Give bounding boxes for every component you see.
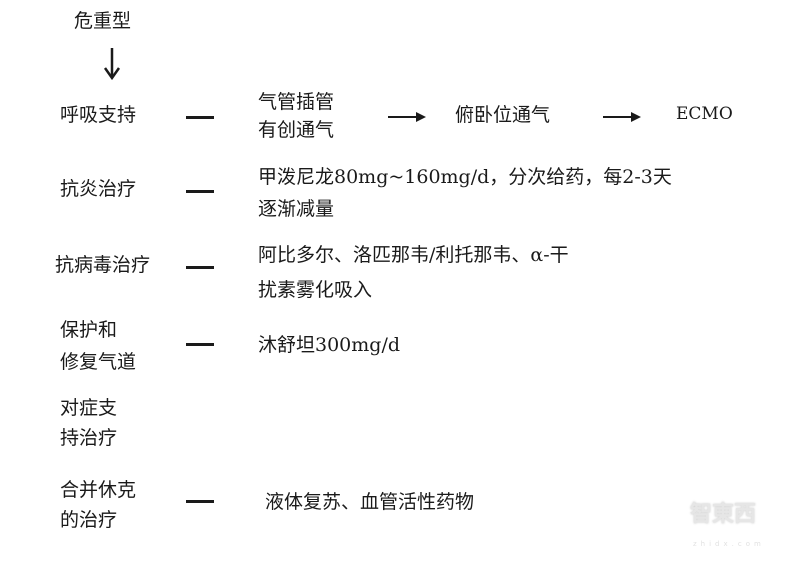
- watermark-logo: 智東西: [690, 501, 757, 527]
- row-label-anti-inflammatory: 抗炎治疗: [60, 178, 137, 200]
- row-label-symptomatic: 持治疗: [60, 427, 118, 449]
- arrow-right-icon: [603, 116, 633, 118]
- row-dash: [186, 343, 214, 346]
- arrow-head: [631, 112, 641, 122]
- row-label-airway: 修复气道: [60, 351, 137, 373]
- watermark-url: zhidx.com: [693, 540, 765, 548]
- row-dash: [186, 116, 214, 119]
- row-dash: [186, 266, 214, 269]
- arrow-head: [416, 112, 426, 122]
- row-content: 沐舒坦300mg/d: [258, 334, 401, 356]
- row-label-respiratory: 呼吸支持: [60, 104, 137, 126]
- row-content: 有创通气: [258, 119, 335, 141]
- row-content: 逐渐减量: [258, 198, 335, 220]
- row-label-shock: 合并休克: [60, 479, 137, 501]
- row-dash: [186, 190, 214, 193]
- row-content: 阿比多尔、洛匹那韦/利托那韦、α-干: [258, 244, 569, 266]
- row-content: 液体复苏、血管活性药物: [265, 491, 475, 513]
- row-label-shock: 的治疗: [60, 509, 118, 531]
- arrow-down-icon: [103, 48, 121, 81]
- diagram-title: 危重型: [74, 10, 132, 32]
- row-label-airway: 保护和: [60, 319, 118, 341]
- row-dash: [186, 500, 214, 503]
- row-label-antiviral: 抗病毒治疗: [55, 254, 151, 276]
- row-content: 甲泼尼龙80mg~160mg/d，分次给药，每2-3天: [258, 166, 672, 188]
- flow-step-ecmo: ECMO: [676, 104, 733, 124]
- flow-step-prone: 俯卧位通气: [455, 104, 551, 126]
- row-content: 扰素雾化吸入: [258, 279, 373, 301]
- arrow-right-icon: [388, 116, 418, 118]
- row-label-symptomatic: 对症支: [60, 397, 118, 419]
- row-content: 气管插管: [258, 91, 335, 113]
